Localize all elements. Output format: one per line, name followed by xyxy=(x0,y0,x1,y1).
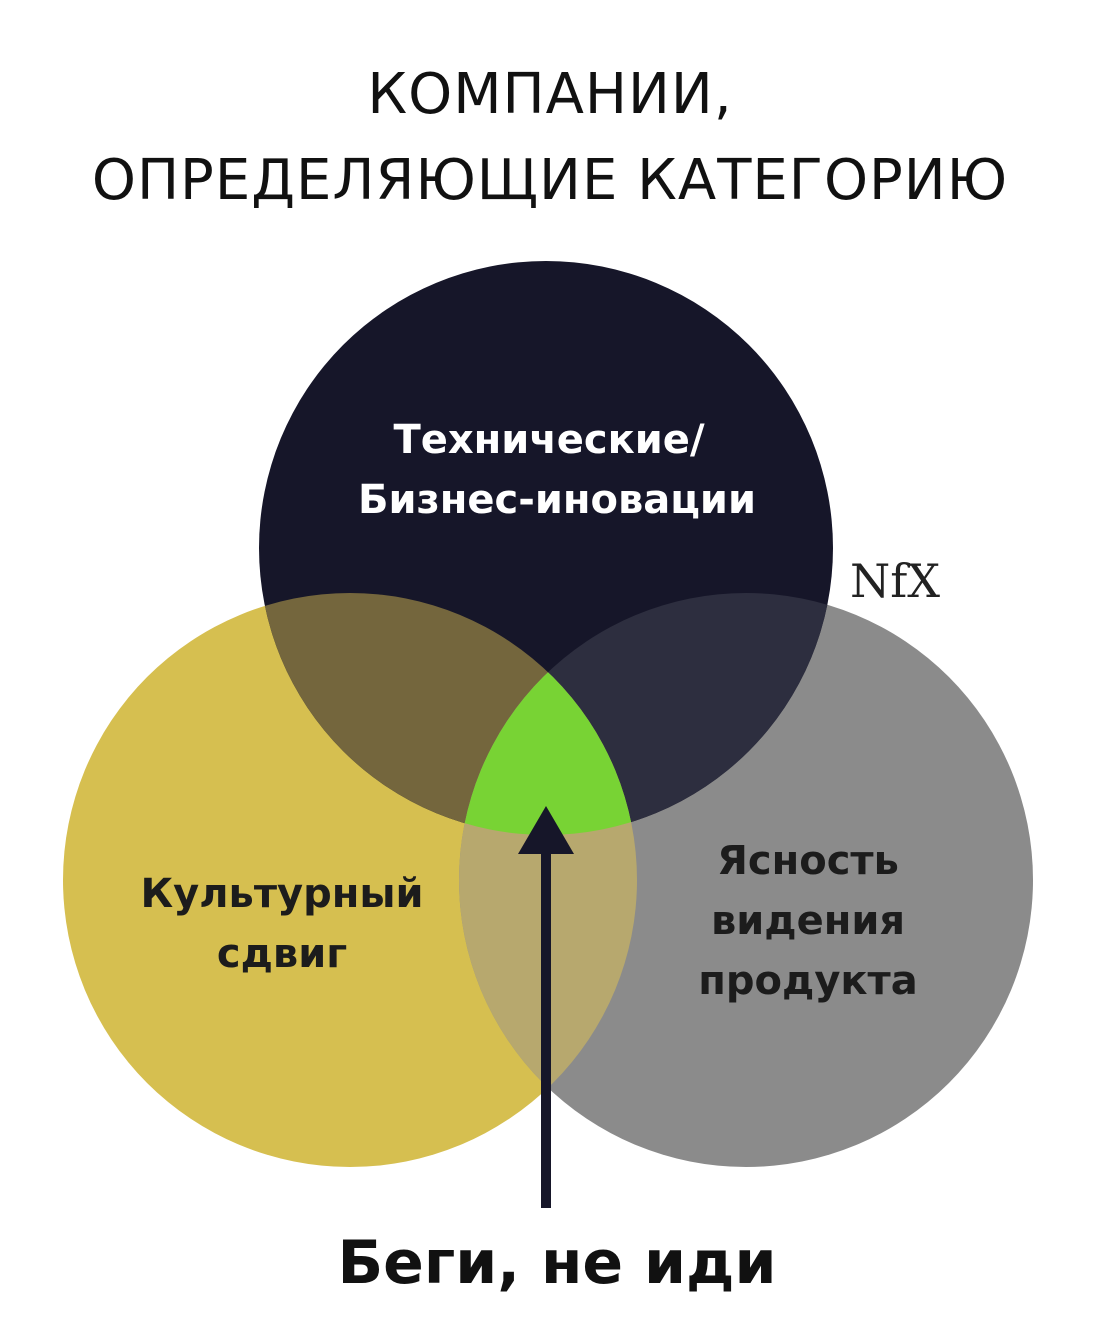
nfx-logo: NfX xyxy=(850,554,940,608)
title-line-1: КОМПАНИИ, xyxy=(367,62,733,127)
left-circle-label-line2: сдвиг xyxy=(217,931,347,977)
right-circle-label-line2: видения xyxy=(711,898,905,944)
top-circle-label-line2: Бизнес-иновации xyxy=(358,477,756,523)
arrow-up xyxy=(518,806,574,1208)
right-circle-label-line1: Ясность xyxy=(717,838,899,884)
overlap-top-left xyxy=(259,593,637,835)
left-circle-label-line1: Культурный xyxy=(140,871,423,917)
right-circle-label-line3: продукта xyxy=(698,958,917,1004)
overlap-top-right xyxy=(459,593,833,835)
top-circle-label-line1: Технические/ xyxy=(393,417,704,463)
title-line-2: ОПРЕДЕЛЯЮЩИЕ КАТЕГОРИЮ xyxy=(91,148,1009,213)
caption: Беги, не иди xyxy=(337,1228,776,1298)
